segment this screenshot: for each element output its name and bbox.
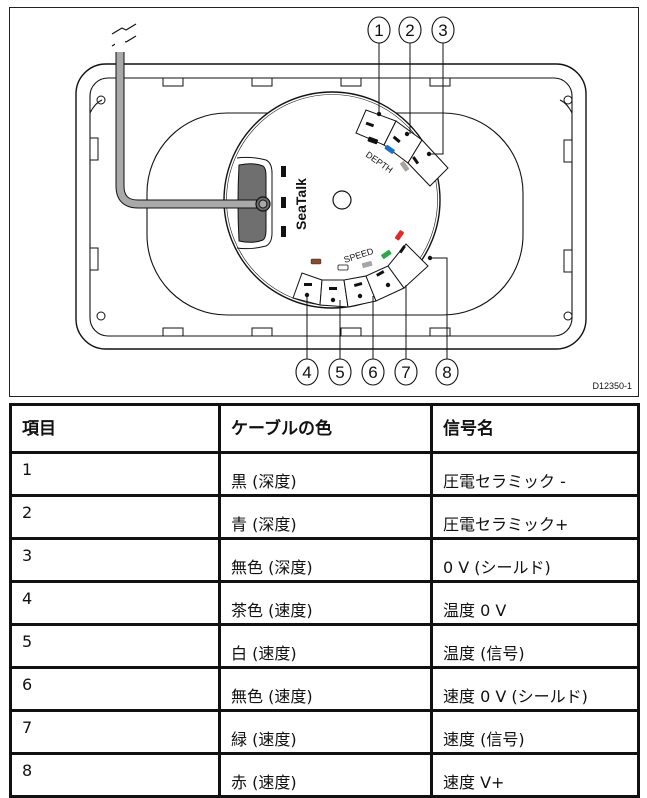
- header-item: 項目: [9, 403, 221, 454]
- seatalk-port: [236, 156, 273, 250]
- cell-signal-name: 圧電セラミック -: [430, 451, 640, 497]
- header-cable-color: ケーブルの色: [218, 403, 433, 454]
- callout-4: 4: [302, 363, 311, 382]
- header-signal-name: 信号名: [430, 403, 640, 454]
- cell-item: 5: [9, 623, 221, 669]
- cell-item: 2: [9, 494, 221, 540]
- callout-leaders: [306, 41, 448, 361]
- callout-7: 7: [401, 363, 410, 382]
- callout-2: 2: [405, 21, 414, 40]
- callout-1: 1: [374, 21, 383, 40]
- wiring-diagram: SeaTalk DEPTH: [9, 7, 639, 397]
- cell-cable-color: 無色 (速度): [218, 666, 433, 712]
- table-row: 4 茶色 (速度) 温度 0 V: [9, 580, 640, 626]
- cell-signal-name: 速度 0 V (シールド): [430, 666, 640, 712]
- figure-id-label: D12350-1: [592, 381, 632, 391]
- cell-cable-color: 緑 (速度): [218, 709, 433, 755]
- callout-6: 6: [368, 363, 377, 382]
- cell-item: 6: [9, 666, 221, 712]
- housing-outer: [75, 63, 587, 350]
- table-row: 1 黒 (深度) 圧電セラミック -: [9, 451, 640, 497]
- cell-cable-color: 黒 (深度): [218, 451, 433, 497]
- cell-signal-name: 速度 (信号): [430, 709, 640, 755]
- cell-cable-color: 青 (深度): [218, 494, 433, 540]
- speed-terminal-block: [292, 243, 429, 308]
- cell-item: 4: [9, 580, 221, 626]
- cell-signal-name: 圧電セラミック+: [430, 494, 640, 540]
- table-row: 7 緑 (速度) 速度 (信号): [9, 709, 640, 755]
- cell-signal-name: 温度 0 V: [430, 580, 640, 626]
- center-hole: [332, 190, 352, 210]
- cell-cable-color: 無色 (深度): [218, 537, 433, 583]
- cell-item: 1: [9, 451, 221, 497]
- transducer-diagram-svg: SeaTalk DEPTH: [75, 16, 587, 386]
- wire-speed-white: [337, 264, 349, 271]
- wire-speed-gray: [361, 260, 373, 268]
- wire-speed-red: [394, 230, 404, 241]
- callout-5: 5: [335, 363, 344, 382]
- table-row: 6 無色 (速度) 速度 0 V (シールド): [9, 666, 640, 712]
- seatalk-pins: [281, 166, 286, 237]
- table-header-row: 項目 ケーブルの色 信号名: [9, 403, 640, 454]
- housing-inner: [89, 77, 573, 337]
- table-row: 3 無色 (深度) 0 V (シールド): [9, 537, 640, 583]
- cell-cable-color: 赤 (速度): [218, 752, 433, 798]
- table-row: 8 赤 (速度) 速度 V+: [9, 752, 640, 798]
- callout-8: 8: [442, 363, 451, 382]
- cell-signal-name: 速度 V+: [430, 752, 640, 798]
- wire-depth-black: [367, 136, 379, 145]
- table-row: 5 白 (速度) 温度 (信号): [9, 623, 640, 669]
- callout-circles: [295, 16, 459, 386]
- cell-item: 3: [9, 537, 221, 583]
- wire-depth-blue: [384, 144, 395, 154]
- brand-label: SeaTalk: [293, 178, 309, 230]
- cell-item: 7: [9, 709, 221, 755]
- table-row: 2 青 (深度) 圧電セラミック+: [9, 494, 640, 540]
- cell-signal-name: 0 V (シールド): [430, 537, 640, 583]
- wiring-table: 項目 ケーブルの色 信号名 1 黒 (深度) 圧電セラミック - 2 青 (深度…: [9, 403, 640, 798]
- wire-speed-brown: [310, 258, 322, 265]
- cell-item: 8: [9, 752, 221, 798]
- depth-terminal-block: [355, 109, 449, 187]
- cell-cable-color: 白 (速度): [218, 623, 433, 669]
- cell-signal-name: 温度 (信号): [430, 623, 640, 669]
- wire-speed-green: [381, 249, 392, 259]
- housing-tabs: [89, 77, 573, 337]
- cell-cable-color: 茶色 (速度): [218, 580, 433, 626]
- callout-3: 3: [438, 21, 447, 40]
- wire-depth-gray: [400, 161, 410, 172]
